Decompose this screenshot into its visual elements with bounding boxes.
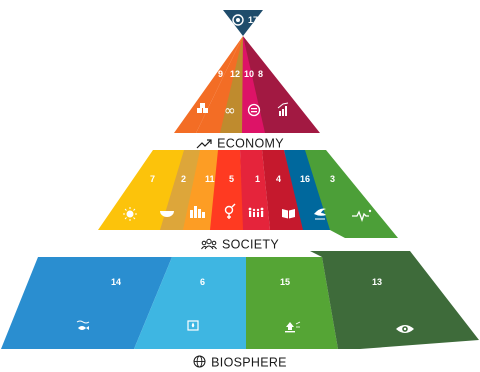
- industry-cubes-icon: [197, 103, 208, 113]
- apex-triangle: [223, 10, 263, 36]
- sun-icon: [123, 207, 137, 221]
- goal-number-3: 3: [330, 174, 335, 184]
- segment-goal-13: [310, 251, 479, 349]
- tier-biosphere: 14 6 15 13: [1, 251, 479, 349]
- goal-number-14: 14: [111, 277, 121, 287]
- goal-number-11: 11: [205, 174, 215, 184]
- segment-goal-9-left: [174, 36, 243, 133]
- book-icon: [282, 209, 295, 219]
- tier-label-society-text: SOCIETY: [222, 237, 279, 252]
- goal-number-12: 12: [230, 69, 240, 79]
- segment-goal-8: [243, 36, 320, 133]
- tier-label-biosphere: BIOSPHERE: [0, 355, 480, 370]
- goal-number-8: 8: [258, 69, 263, 79]
- heartbeat-star: [368, 209, 372, 213]
- goal-number-1: 1: [255, 174, 260, 184]
- goal-number-16: 16: [300, 174, 310, 184]
- goal-number-10: 10: [244, 69, 254, 79]
- goal-number-6: 6: [200, 277, 205, 287]
- segment-goal-3: [305, 150, 398, 238]
- partnership-icon: [232, 14, 244, 26]
- tier-economy: 9 12 10 8 ∞: [174, 36, 320, 133]
- goal-number-5: 5: [229, 174, 234, 184]
- segment-goal-14: [1, 257, 172, 349]
- family-icon: [248, 207, 264, 217]
- goal-number-7: 7: [150, 174, 155, 184]
- eye-globe-icon: [396, 325, 414, 333]
- globe-icon: [193, 355, 206, 368]
- partnership-icon-core: [236, 18, 240, 22]
- segment-goal-6: [134, 257, 246, 349]
- growth-bars-icon: [277, 102, 289, 116]
- tier-label-economy: ECONOMY: [0, 136, 480, 151]
- tier-label-biosphere-text: BIOSPHERE: [211, 355, 287, 370]
- segment-goal-15: [246, 257, 338, 349]
- infinity-icon: ∞: [224, 103, 236, 119]
- gender-icon: [224, 203, 236, 219]
- goal-number-9: 9: [218, 69, 223, 79]
- equality-icon: [247, 103, 261, 117]
- heartbeat-icon: [352, 210, 369, 222]
- goal-number-4: 4: [276, 174, 281, 184]
- tree-icon: [285, 321, 301, 333]
- segment-goal-7: [98, 150, 184, 230]
- goal-number-13: 13: [372, 277, 382, 287]
- goal-number-2: 2: [181, 174, 186, 184]
- apex-goal-number: 17: [248, 15, 258, 25]
- tier-society: 7 2 11 5 1 4 16 3: [98, 150, 398, 238]
- tier-label-society: SOCIETY: [0, 237, 480, 252]
- goal-number-15: 15: [280, 277, 290, 287]
- dove-icon: [314, 208, 326, 220]
- apex-block: 17: [223, 10, 263, 36]
- bowl-icon: [160, 211, 174, 217]
- segment-goal-5: [210, 150, 244, 230]
- fish-waves-icon: [76, 320, 90, 330]
- trend-up-icon: [196, 139, 212, 149]
- people-group-icon: [201, 238, 217, 250]
- tier-label-economy-text: ECONOMY: [217, 136, 284, 151]
- city-icon: [190, 206, 205, 218]
- water-drop-icon: [187, 320, 199, 331]
- segment-goal-12: [220, 36, 247, 133]
